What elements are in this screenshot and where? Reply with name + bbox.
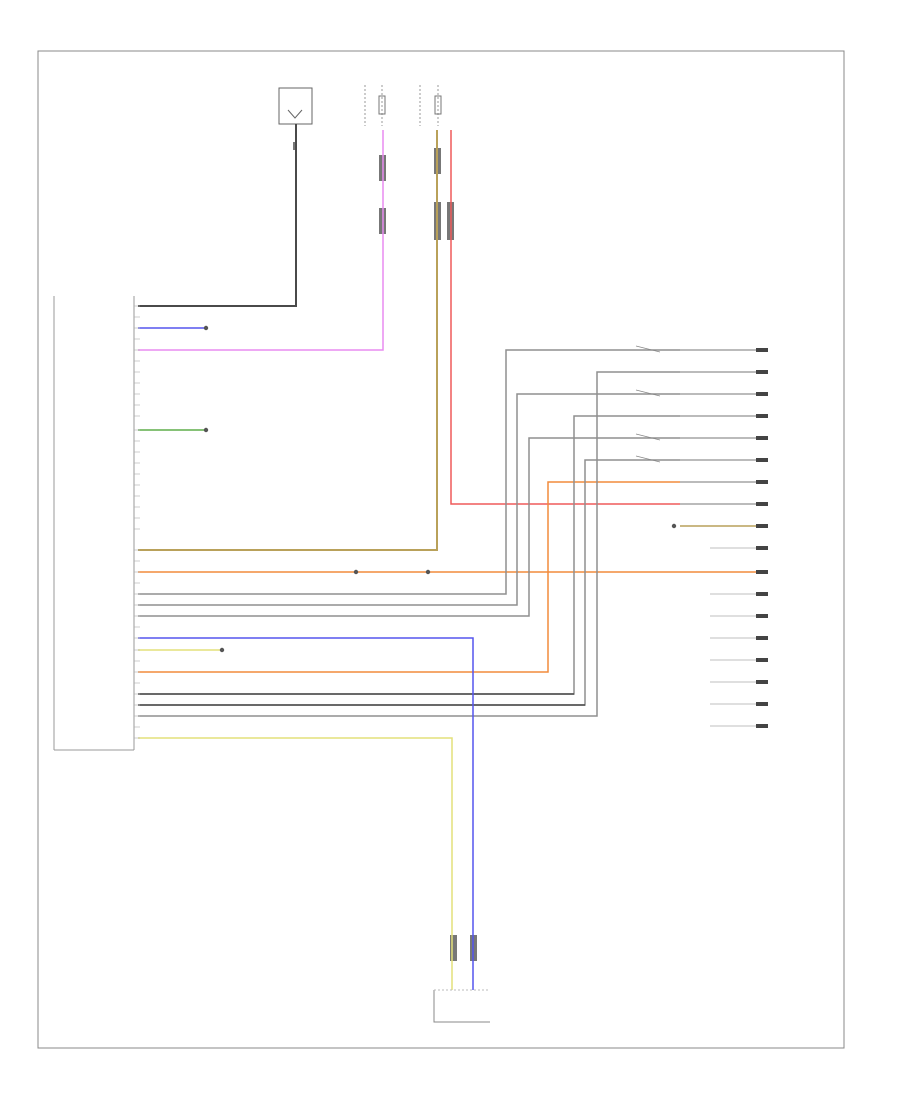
sensor-bottom (433, 989, 490, 1023)
connector-marks (293, 142, 477, 961)
module-left (53, 296, 135, 751)
fuse-right (419, 85, 442, 126)
fuse-left (364, 85, 386, 126)
wire-red (450, 130, 680, 505)
wire-yellow-bottom (138, 649, 453, 990)
wire-gray-group (138, 349, 680, 717)
wire-black-group (138, 693, 585, 706)
module-right (635, 345, 768, 728)
wire-blue-sensor (138, 637, 474, 990)
wire-orange-freshair (138, 481, 768, 673)
splice-dots (203, 325, 677, 653)
ground-symbol (278, 87, 313, 125)
wire-black-ground (138, 124, 297, 307)
wire-brown-terminal30 (138, 130, 438, 551)
diagram-frame (37, 50, 845, 1049)
module-left-pin-ticks (134, 305, 140, 739)
wire-pink (138, 130, 384, 351)
